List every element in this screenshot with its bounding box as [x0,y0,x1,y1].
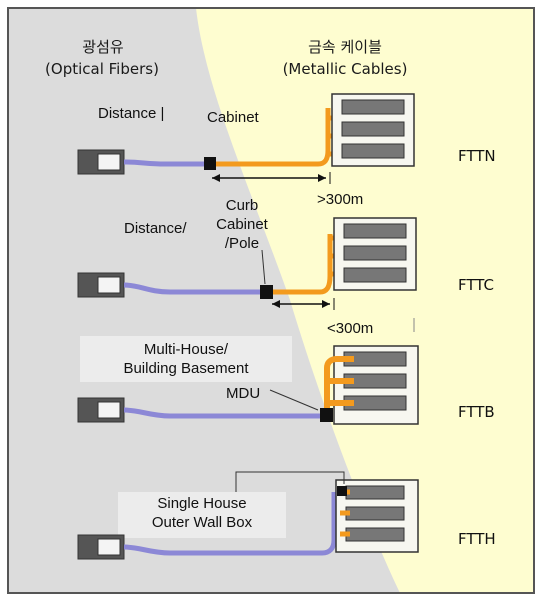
ftth-location-line2: Outer Wall Box [151,514,253,531]
fttb-fiber [123,407,320,419]
fttn-distance-value: >300m [317,191,364,208]
ftth-pointer [235,471,345,492]
fttc-fiber [123,282,260,295]
row-label-fttc: FTTC [458,276,495,294]
ftth-location-label: Single House Outer Wall Box [118,494,286,532]
fttc-curb-line3: /Pole [224,235,260,252]
ftth-outer-wall-box [337,486,347,496]
fttc-building [333,217,417,291]
fttn-distance-label: Distance | [98,105,165,122]
fttc-curb-line1: Curb [225,197,259,214]
ftth-fiber [123,492,337,556]
fttb-mdu-label: MDU [226,385,261,402]
ftth-label-box [118,492,286,538]
fttn-cabinet-label: Cabinet [207,109,259,126]
ftth-row [77,471,419,560]
fttb-label-box [80,336,292,382]
ftth-ont [77,534,125,560]
diagram-border [7,7,535,594]
fttc-curb-line2: Cabinet [216,216,268,233]
fttn-fiber [123,159,204,167]
fttc-pointer [261,249,266,285]
row-label-fttn: FTTN [458,147,496,165]
fttc-row [77,217,417,310]
metal-header-korean: 금속 케이블 [308,38,382,56]
fttb-location-label: Multi-House/ Building Basement [80,340,292,378]
fttc-distance-value: <300m [327,320,374,337]
fttc-curb-label: Curb Cabinet /Pole [206,196,278,253]
fttc-cabinet [260,285,273,299]
fttb-row [77,336,419,425]
fttb-mdu [320,408,333,422]
ftth-location-line1: Single House [157,495,247,512]
fttc-ont [77,272,125,298]
row-label-fttb: FTTB [458,403,495,421]
fiber-header-korean: 광섬유 [82,38,124,56]
fttn-cabinet [204,157,216,170]
fttn-building [331,93,415,167]
fttn-ont [77,149,125,175]
fttb-ont [77,397,125,423]
fttn-row [77,93,415,184]
fttb-location-line2: Building Basement [123,360,249,377]
fttb-copper [324,356,354,408]
metal-header-english: (Metallic Cables) [282,60,408,78]
fiber-header-english: (Optical Fibers) [45,60,159,78]
fttb-location-line1: Multi-House/ [143,341,229,358]
fttb-pointer [269,389,319,411]
row-label-ftth: FTTH [458,530,496,548]
fttc-distance-label: Distance/ [124,220,187,237]
